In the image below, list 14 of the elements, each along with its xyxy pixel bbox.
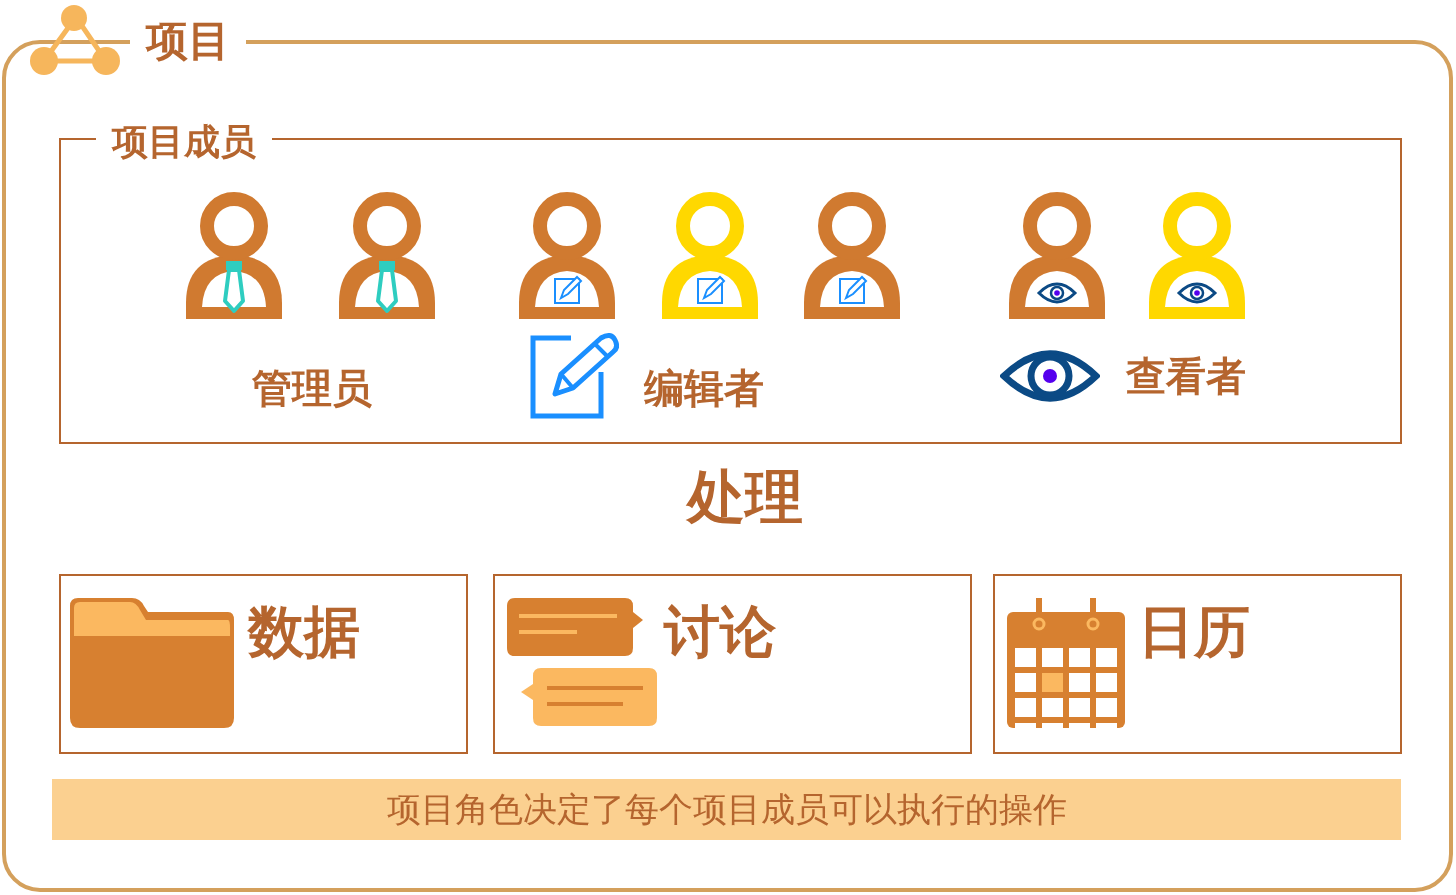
feature-label: 讨论: [664, 604, 776, 660]
role-label: 查看者: [1126, 356, 1246, 396]
section-heading: 处理: [687, 468, 803, 526]
note-banner: [52, 779, 1401, 840]
feature-box: [493, 574, 972, 754]
heading: 项目成员: [96, 124, 272, 160]
note-text: 项目角色决定了每个项目成员可以执行的操作: [385, 792, 1068, 826]
role-label: 管理员: [252, 368, 372, 408]
role-label: 编辑者: [644, 368, 764, 408]
feature-box: [993, 574, 1402, 754]
feature-box: [59, 574, 468, 754]
heading: 项目: [130, 20, 246, 62]
feature-label: 日历: [1138, 604, 1250, 660]
feature-label: 数据: [248, 604, 360, 660]
